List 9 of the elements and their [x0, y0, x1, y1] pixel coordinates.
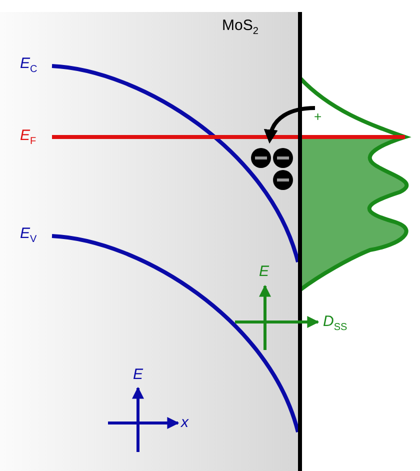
charge-sign: + [314, 110, 322, 123]
axis-label: D$_{SS}$ [323, 314, 348, 333]
axis-label: x [181, 415, 188, 430]
band-label: E$_{V}$ [20, 226, 37, 245]
band-label: E$_{C}$ [20, 56, 38, 75]
axis-label: E [133, 367, 144, 382]
band-label: E$_{F}$ [20, 128, 36, 147]
axis-label: E [259, 264, 270, 279]
material-label: MoS$_{2}$ [222, 18, 258, 37]
